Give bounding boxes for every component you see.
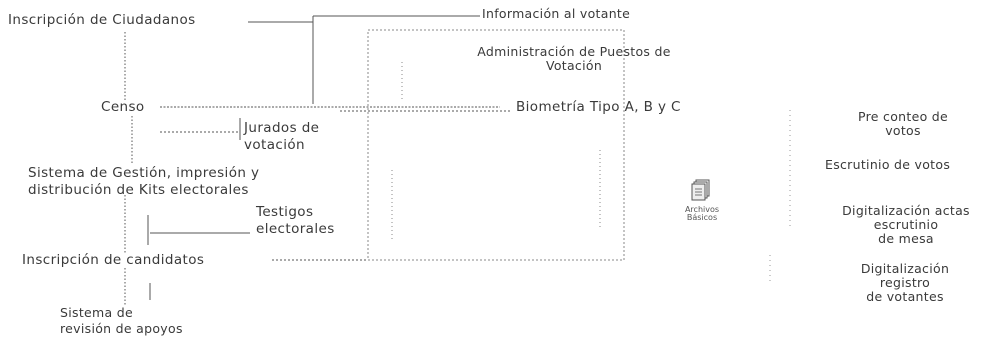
node-archivos-basicos: Archivos Básicos: [670, 205, 734, 223]
node-sistema-revision-line1: Sistema de: [60, 305, 133, 320]
node-digitalizacion-actas-line2: escrutinio: [873, 216, 939, 232]
node-censo: Censo: [101, 99, 145, 115]
node-biometria: Biometría Tipo A, B y C: [516, 99, 681, 115]
node-testigos-line1: Testigos: [256, 204, 314, 220]
central-box: [367, 29, 625, 261]
node-admin-puestos-line2: Votación: [545, 57, 603, 73]
node-jurados-line2: votación: [244, 136, 306, 153]
node-sistema-gestion: Sistema de Gestión, impresión y distribu…: [28, 166, 259, 198]
node-inscripcion-ciudadanos: Inscripción de Ciudadanos: [8, 12, 196, 28]
node-jurados: Jurados de votación: [244, 121, 319, 153]
node-jurados-line1: Jurados de: [244, 120, 320, 136]
node-archivos-basicos-line2: Básicos: [686, 213, 718, 223]
node-admin-puestos-line1: Administración de Puestos de: [477, 44, 671, 59]
node-admin-puestos: Administración de Puestos de Votación: [448, 45, 700, 73]
node-digitalizacion-registro: Digitalización registro de votantes: [840, 262, 970, 303]
node-digitalizacion-registro-line2: registro: [879, 274, 931, 290]
node-pre-conteo-line1: Pre conteo de: [857, 109, 949, 124]
node-digitalizacion-registro-line1: Digitalización: [860, 261, 950, 276]
node-archivos-basicos-line1: Archivos: [684, 205, 720, 214]
node-escrutinio: Escrutinio de votos: [825, 157, 951, 172]
node-informacion-votante: Información al votante: [482, 6, 631, 21]
node-inscripcion-candidatos: Inscripción de candidatos: [22, 252, 205, 268]
node-digitalizacion-actas-line1: Digitalización actas: [842, 203, 970, 218]
node-sistema-gestion-line1: Sistema de Gestión, impresión y: [28, 165, 260, 181]
node-digitalizacion-actas-line3: de mesa: [878, 230, 934, 246]
node-sistema-gestion-line2: distribución de Kits electorales: [28, 181, 249, 198]
document-stack-icon: [690, 178, 714, 206]
node-digitalizacion-actas: Digitalización actas escrutinio de mesa: [817, 204, 995, 245]
node-sistema-revision: Sistema de revisión de apoyos: [60, 306, 183, 336]
node-digitalizacion-registro-line3: de votantes: [866, 288, 944, 304]
node-pre-conteo: Pre conteo de votos: [838, 110, 968, 138]
node-pre-conteo-line2: votos: [885, 122, 921, 138]
node-testigos: Testigos electorales: [256, 205, 335, 237]
node-sistema-revision-line2: revisión de apoyos: [60, 320, 183, 336]
node-testigos-line2: electorales: [256, 220, 335, 237]
